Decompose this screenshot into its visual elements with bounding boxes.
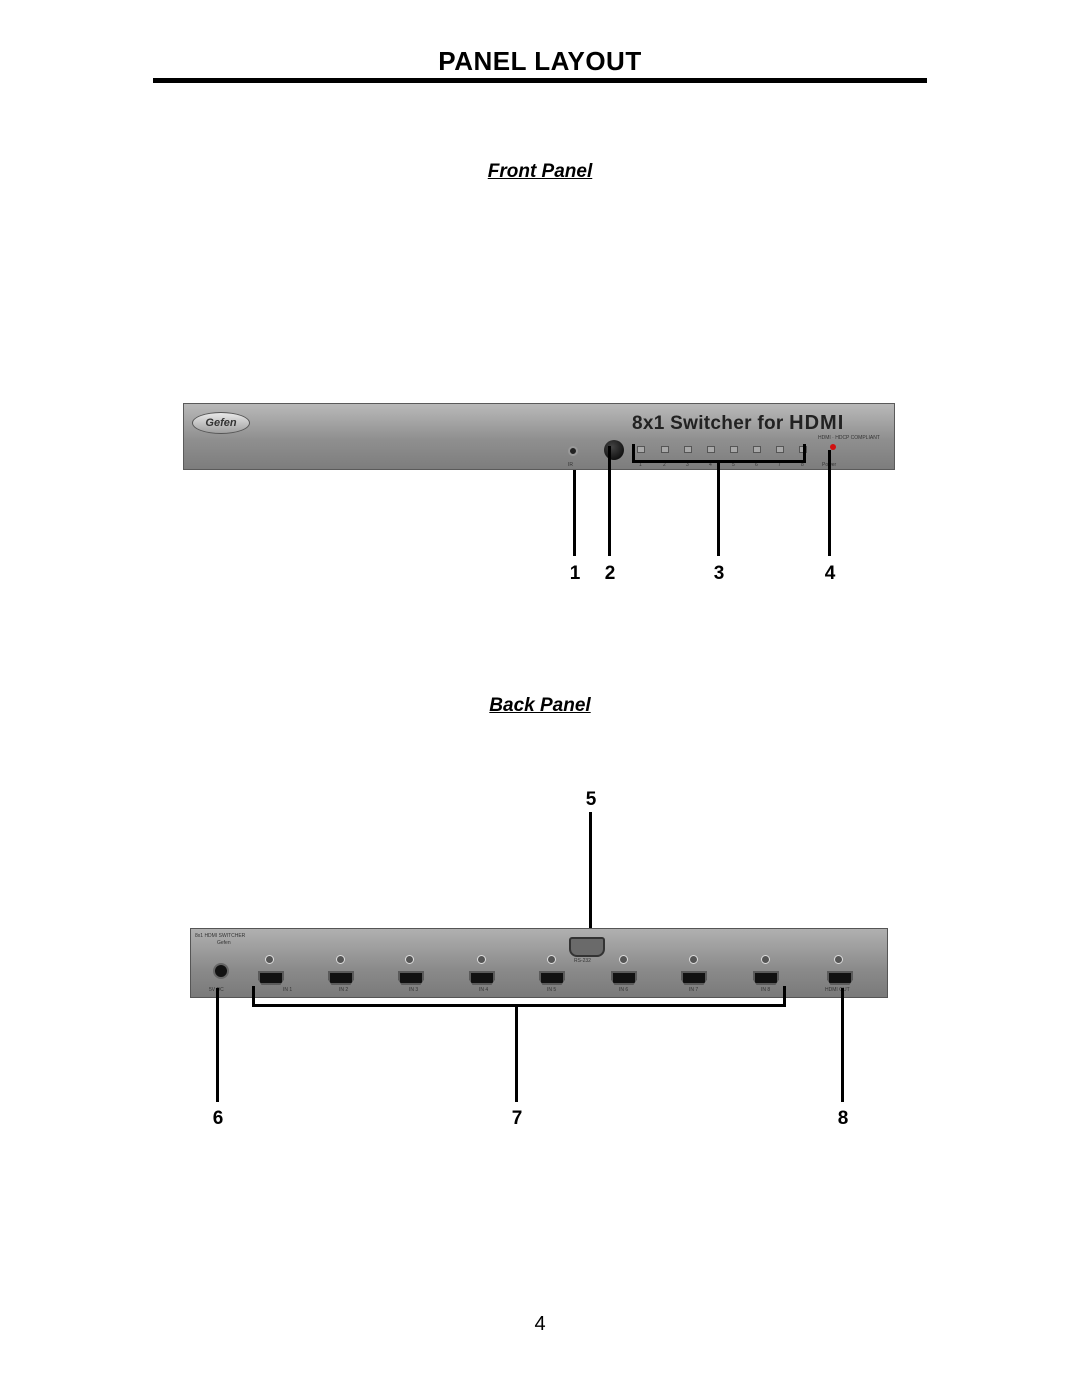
screw-icon: [336, 955, 345, 964]
back-panel-device: 8x1 HDMI SWITCHER Gefen 5V DC RS-232 IN …: [190, 928, 888, 998]
callout-line-3: [717, 462, 720, 556]
compliance-text: HDMI · HDCP COMPLIANT: [818, 435, 880, 441]
hdmi-input-port-5: [539, 971, 565, 985]
rs232-label: RS-232: [574, 958, 591, 964]
product-name: 8x1 Switcher for HDMI: [632, 412, 844, 435]
led-number-5: 5: [732, 462, 735, 468]
callout-line-5: [589, 812, 592, 930]
screw-icon: [265, 955, 274, 964]
callout-line-7: [515, 1006, 518, 1102]
power-led: [830, 444, 836, 450]
model-text: 8x1 HDMI SWITCHER: [195, 933, 246, 939]
page-title: PANEL LAYOUT: [438, 46, 642, 76]
page-number: 4: [534, 1313, 546, 1335]
front-panel-heading: Front Panel: [487, 161, 593, 182]
callout-line-8: [841, 988, 844, 1102]
ir-sensor: [568, 446, 578, 456]
hdmi-output-port: [827, 971, 853, 985]
input-label-8: IN 8: [761, 987, 771, 993]
screw-icon: [547, 955, 556, 964]
ir-label: IR: [568, 462, 573, 468]
product-name-prefix: 8x1 Switcher for: [632, 413, 790, 434]
front-panel-device: Gefen 8x1 Switcher for HDMI HDMI · HDCP …: [183, 403, 895, 470]
screw-icon: [689, 955, 698, 964]
input-label-7: IN 7: [689, 987, 699, 993]
screw-icon: [761, 955, 770, 964]
input-led-4: [707, 446, 715, 453]
led-number-1: 1: [639, 462, 642, 468]
hdmi-input-port-4: [469, 971, 495, 985]
input-led-5: [730, 446, 738, 453]
callout-5: 5: [585, 789, 597, 810]
callout-7: 7: [511, 1108, 523, 1129]
led-bracket-left: [632, 444, 635, 462]
hdmi-input-port-8: [753, 971, 779, 985]
input-led-2: [661, 446, 669, 453]
callout-2: 2: [604, 563, 616, 584]
callout-line-1: [573, 470, 576, 556]
led-number-3: 3: [686, 462, 689, 468]
input-led-1: [637, 446, 645, 453]
output-label: HDMI OUT: [825, 987, 850, 993]
hdmi-logo: HDMI: [789, 412, 845, 434]
callout-3: 3: [713, 563, 725, 584]
input-select-button[interactable]: [604, 440, 624, 460]
callout-line-2: [608, 446, 611, 556]
input-led-6: [753, 446, 761, 453]
callout-line-4: [828, 450, 831, 556]
screw-icon: [477, 955, 486, 964]
led-number-6: 6: [755, 462, 758, 468]
led-bracket-base: [632, 460, 806, 463]
hdmi-input-port-7: [681, 971, 707, 985]
input-label-6: IN 6: [619, 987, 629, 993]
title-rule: [153, 78, 927, 83]
input-label-1: IN 1: [283, 987, 293, 993]
hdmi-input-port-3: [398, 971, 424, 985]
input-led-3: [684, 446, 692, 453]
brand-text: Gefen: [217, 940, 231, 946]
callout-4: 4: [824, 563, 836, 584]
rs232-port: [569, 937, 605, 957]
led-number-2: 2: [663, 462, 666, 468]
input-label-5: IN 5: [547, 987, 557, 993]
screw-icon: [405, 955, 414, 964]
screw-icon: [619, 955, 628, 964]
inputs-bracket-left: [252, 986, 255, 1006]
callout-8: 8: [837, 1108, 849, 1129]
input-led-7: [776, 446, 784, 453]
hdmi-input-port-1: [258, 971, 284, 985]
hdmi-input-port-2: [328, 971, 354, 985]
dc-power-jack: [213, 963, 229, 979]
callout-line-6: [216, 988, 219, 1102]
back-panel-heading: Back Panel: [489, 695, 591, 716]
callout-1: 1: [569, 563, 581, 584]
led-number-7: 7: [778, 462, 781, 468]
led-number-4: 4: [709, 462, 712, 468]
callout-6: 6: [212, 1108, 224, 1129]
inputs-bracket-base: [252, 1004, 786, 1007]
hdmi-input-port-6: [611, 971, 637, 985]
inputs-bracket-right: [783, 986, 786, 1006]
input-label-3: IN 3: [409, 987, 419, 993]
screw-icon: [834, 955, 843, 964]
led-number-8: 8: [801, 462, 804, 468]
led-bracket-right: [803, 444, 806, 462]
gefen-logo: Gefen: [192, 412, 250, 434]
input-label-2: IN 2: [339, 987, 349, 993]
input-label-4: IN 4: [479, 987, 489, 993]
